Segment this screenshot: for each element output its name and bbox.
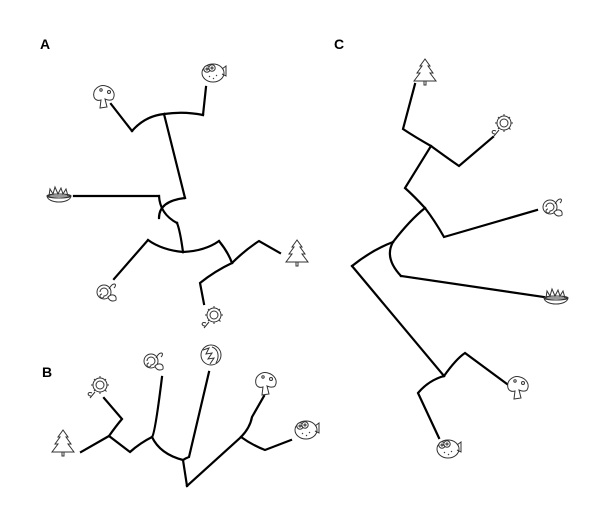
edge	[423, 206, 539, 239]
edge	[175, 221, 185, 254]
edge	[391, 206, 427, 244]
edge	[146, 238, 185, 254]
edge	[130, 112, 166, 133]
edge	[416, 374, 446, 440]
edge	[109, 102, 134, 133]
mushroom-icon	[507, 376, 529, 400]
sunflower-icon	[87, 375, 110, 399]
edge	[401, 82, 433, 148]
edge	[350, 240, 395, 268]
tree-icon	[51, 429, 75, 457]
bowl-icon	[543, 288, 569, 305]
tree-c	[350, 82, 546, 440]
panel-label-a: A	[40, 36, 51, 52]
edge	[198, 261, 234, 306]
panel-label-c: C	[334, 36, 345, 52]
pufferfish-icon	[201, 63, 227, 83]
sunflower-icon	[201, 305, 224, 329]
edge	[162, 112, 187, 200]
tree-icon	[285, 239, 309, 267]
sunflower-icon	[491, 113, 514, 137]
artichoke-icon	[200, 344, 222, 366]
edge	[442, 351, 509, 386]
edge	[181, 239, 221, 254]
edge	[230, 239, 282, 265]
edge	[157, 196, 187, 220]
tree-a	[72, 85, 282, 306]
edge	[112, 238, 150, 281]
snail-icon	[542, 198, 563, 217]
edge	[150, 435, 189, 488]
tree-b	[79, 370, 293, 488]
snail-icon	[143, 352, 164, 371]
edge	[429, 135, 495, 168]
edge	[150, 375, 164, 439]
edge	[162, 111, 205, 117]
edge	[239, 394, 266, 439]
edge	[201, 85, 208, 117]
bowl-icon	[46, 186, 72, 203]
tree-icon	[413, 58, 437, 86]
edge	[399, 274, 546, 299]
snail-icon	[96, 283, 117, 302]
edge	[157, 194, 179, 225]
pufferfish-icon	[436, 439, 462, 459]
edge	[239, 435, 293, 452]
edge	[185, 435, 243, 488]
edge	[350, 264, 446, 378]
pufferfish-icon	[294, 420, 320, 440]
edge	[217, 239, 234, 265]
edge	[79, 434, 154, 454]
mushroom-icon	[255, 372, 277, 396]
edge	[388, 240, 403, 278]
edge	[181, 370, 211, 462]
edge	[403, 144, 433, 210]
edge	[102, 396, 124, 438]
panel-label-b: B	[42, 364, 53, 380]
